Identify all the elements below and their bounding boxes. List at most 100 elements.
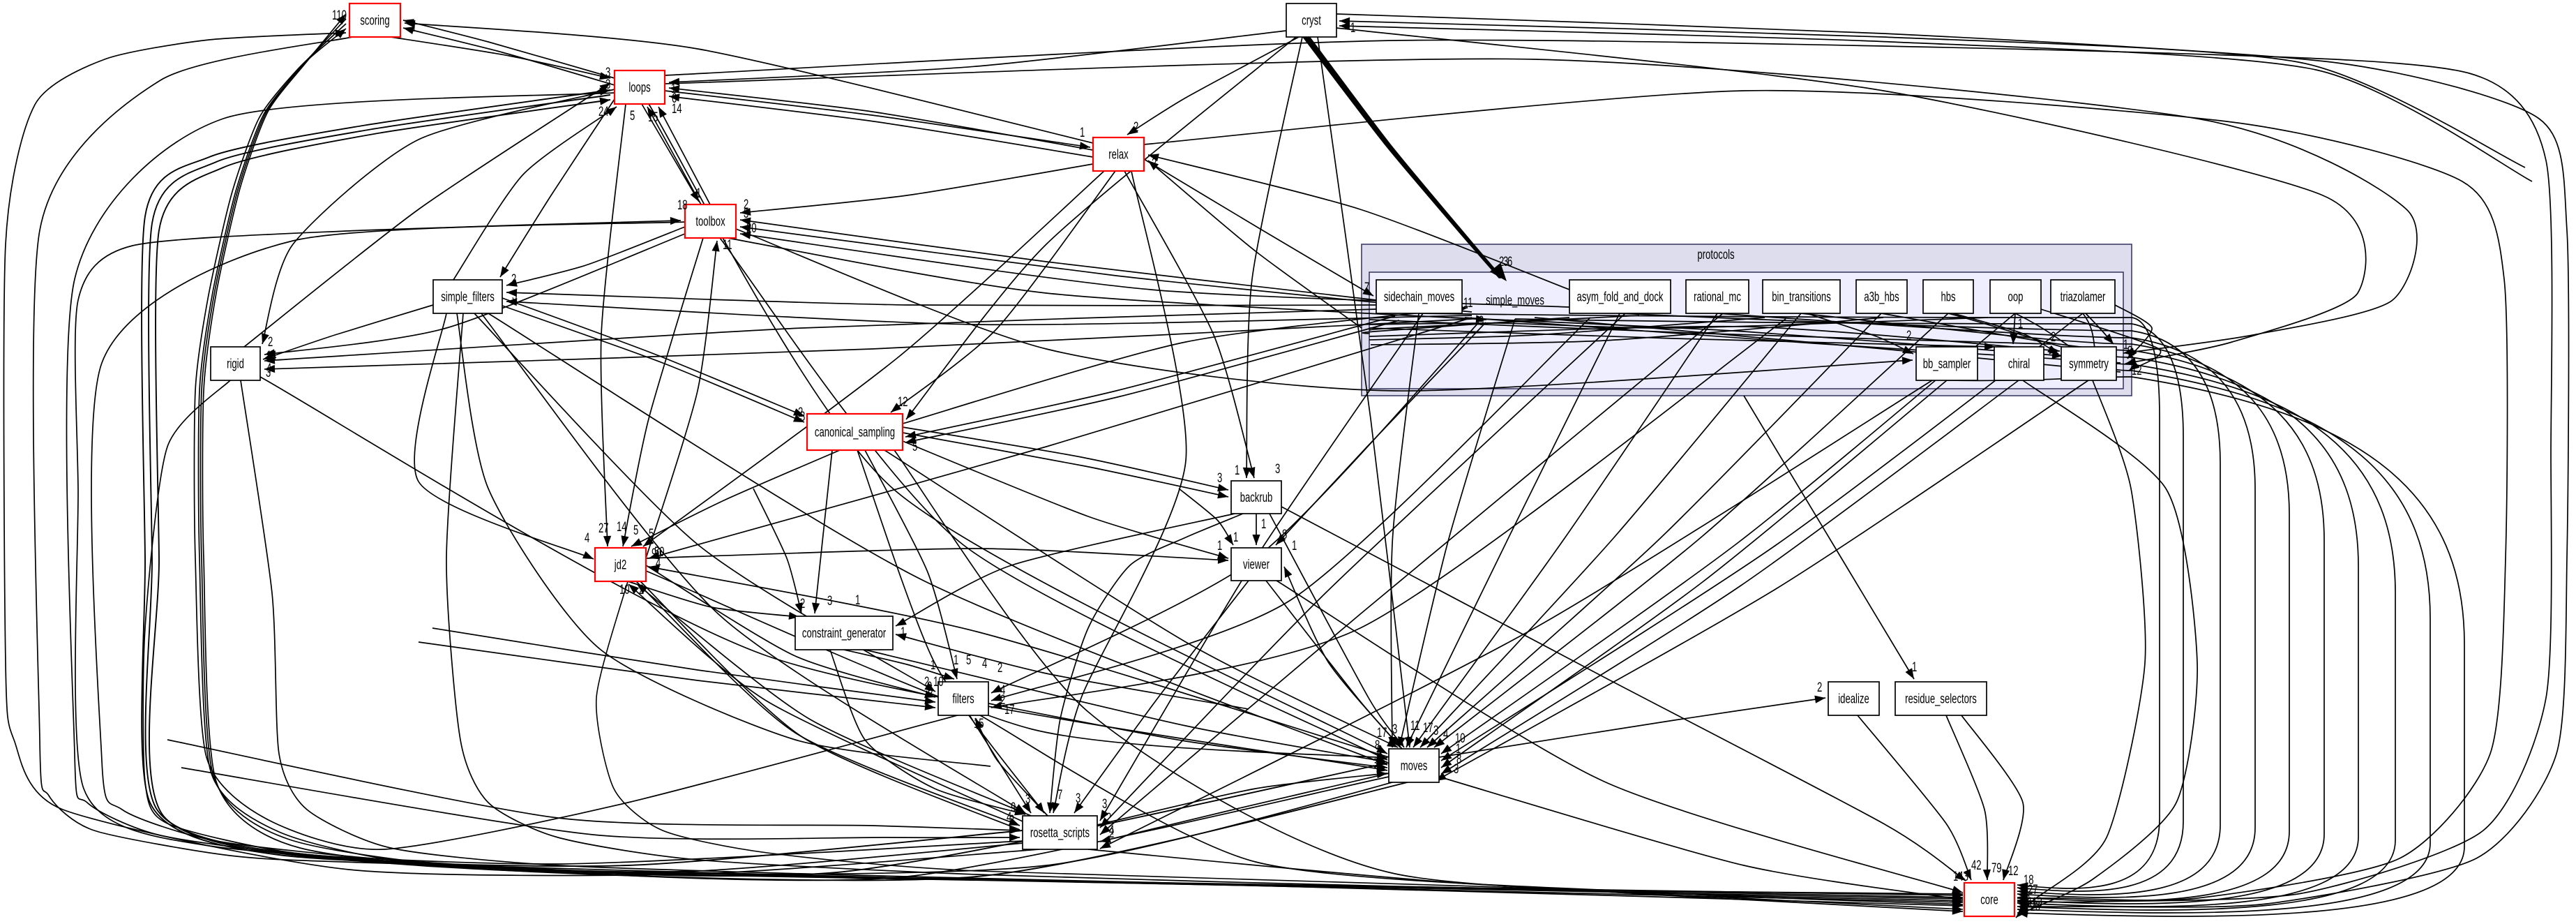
svg-text:7: 7 [1364,281,1369,295]
svg-text:1: 1 [1456,742,1461,757]
svg-text:1: 1 [954,653,958,668]
svg-text:4: 4 [1007,810,1012,825]
svg-text:12: 12 [2008,864,2019,879]
svg-text:rational_mc: rational_mc [1694,290,1741,305]
svg-text:4: 4 [585,531,590,546]
svg-text:simple_filters: simple_filters [441,290,495,305]
svg-text:8: 8 [1375,738,1380,753]
svg-text:asym_fold_and_dock: asym_fold_and_dock [1577,290,1664,305]
svg-text:rosetta_scripts: rosetta_scripts [1030,826,1090,841]
svg-text:3: 3 [1275,462,1280,477]
svg-text:2: 2 [1906,329,1911,343]
svg-text:1: 1 [2123,338,2128,352]
svg-text:4: 4 [656,556,661,571]
svg-text:relax: relax [1108,148,1129,163]
svg-text:9: 9 [1011,800,1016,815]
svg-text:11: 11 [723,238,732,253]
svg-text:backrub: backrub [1240,491,1273,505]
svg-text:5: 5 [649,527,654,542]
svg-text:9: 9 [1479,314,1484,329]
svg-text:viewer: viewer [1243,558,1270,572]
svg-text:2: 2 [1133,120,1138,135]
svg-text:rigid: rigid [227,357,244,372]
svg-text:4: 4 [1000,683,1006,698]
svg-text:2: 2 [800,597,805,611]
svg-text:27: 27 [598,521,609,536]
svg-text:toolbox: toolbox [695,215,725,230]
svg-text:1: 1 [931,658,935,673]
svg-text:8: 8 [1456,752,1461,767]
svg-text:2: 2 [924,675,929,690]
svg-text:4: 4 [266,362,272,376]
svg-text:5: 5 [633,523,638,538]
svg-text:1: 1 [901,625,905,640]
svg-text:24: 24 [598,105,609,119]
svg-text:6: 6 [672,91,677,106]
svg-text:2: 2 [1499,255,1504,269]
svg-text:hbs: hbs [1941,290,1955,305]
svg-text:constraint_generator: constraint_generator [802,627,887,641]
svg-text:2: 2 [268,335,273,350]
svg-text:3: 3 [1217,471,1222,486]
svg-text:36: 36 [1373,757,1383,771]
svg-text:oop: oop [2008,290,2024,305]
svg-text:113: 113 [2028,895,2042,910]
svg-text:11: 11 [1463,296,1473,311]
svg-text:4: 4 [1109,824,1115,838]
svg-text:triazolamer: triazolamer [2061,290,2106,305]
svg-text:2: 2 [2025,893,2030,907]
svg-text:3: 3 [1102,797,1107,812]
svg-text:3: 3 [605,66,610,80]
svg-text:226: 226 [2025,900,2040,914]
svg-text:1: 1 [2018,317,2023,331]
svg-text:5: 5 [630,109,635,124]
svg-text:2: 2 [744,198,748,212]
svg-text:2: 2 [1152,156,1157,171]
svg-text:1: 1 [1292,539,1297,553]
svg-text:2: 2 [2051,330,2056,345]
svg-text:1: 1 [1217,539,1222,553]
svg-text:1: 1 [671,82,676,96]
svg-text:1: 1 [855,593,860,608]
svg-text:10: 10 [1455,731,1466,746]
svg-text:5: 5 [966,653,971,668]
svg-text:3: 3 [1454,762,1459,777]
svg-text:10: 10 [619,583,630,597]
svg-text:moves: moves [1401,759,1428,774]
svg-text:143: 143 [1953,870,1968,884]
svg-text:2: 2 [1817,680,1822,695]
svg-text:simple_moves: simple_moves [1486,294,1544,308]
svg-text:17: 17 [1423,721,1433,736]
svg-text:bin_transitions: bin_transitions [1772,290,1831,305]
svg-text:110: 110 [332,8,347,23]
svg-text:3: 3 [744,207,748,221]
svg-text:loops: loops [628,81,650,96]
svg-text:protocols: protocols [1697,248,1734,262]
svg-text:3: 3 [1025,792,1030,807]
svg-text:1: 1 [1261,517,1266,532]
svg-text:1: 1 [1235,463,1240,478]
svg-text:8: 8 [1377,743,1382,758]
svg-text:12: 12 [898,395,908,410]
svg-text:2: 2 [2129,354,2134,368]
svg-text:symmetry: symmetry [2069,357,2109,372]
svg-text:1: 1 [412,20,416,35]
svg-text:14: 14 [617,520,627,535]
svg-text:core: core [1980,893,1998,908]
svg-text:3: 3 [605,77,610,92]
svg-text:6: 6 [928,683,933,697]
svg-text:14: 14 [266,349,277,364]
svg-text:5: 5 [912,440,917,454]
svg-text:10: 10 [933,675,944,690]
svg-text:3: 3 [1076,791,1080,806]
svg-text:residue_selectors: residue_selectors [1905,692,1977,707]
svg-text:2: 2 [639,583,644,597]
svg-text:filters: filters [952,692,974,707]
svg-text:1: 1 [696,186,701,201]
svg-text:7: 7 [1057,788,1062,803]
svg-text:9: 9 [927,680,932,694]
svg-text:42: 42 [1971,858,1982,873]
svg-text:18: 18 [677,198,688,213]
svg-text:11: 11 [1410,719,1420,733]
svg-text:canonical_sampling: canonical_sampling [815,426,895,440]
